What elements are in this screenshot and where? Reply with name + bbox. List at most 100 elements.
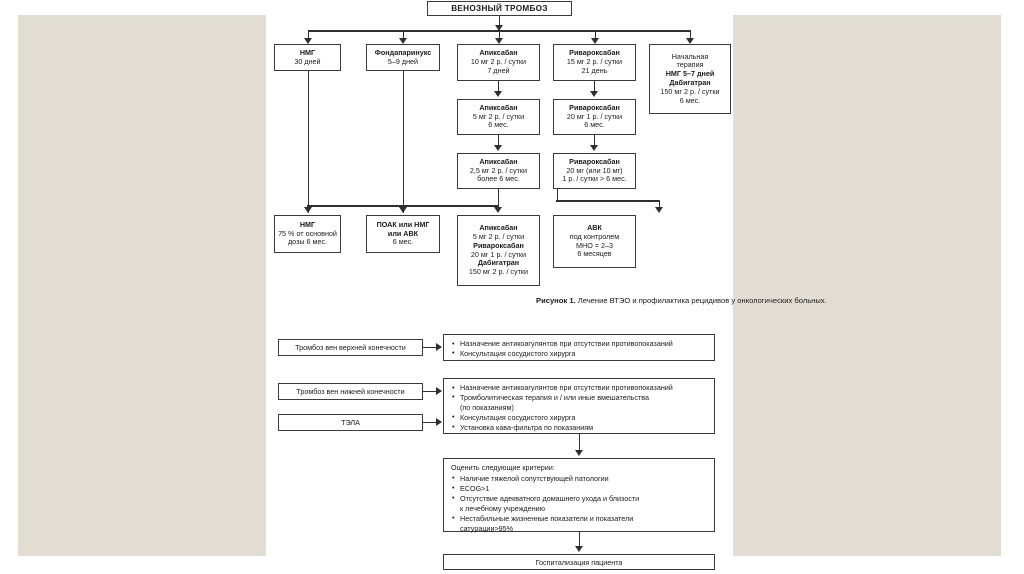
list-item: Наличие тяжелой сопутствующей патологии	[451, 473, 707, 484]
flow-box-line: Ривароксабан	[569, 102, 620, 112]
actions-upper-limb: Назначение антикоагулянтов при отсутстви…	[443, 334, 715, 361]
flow-box-line: АВК	[587, 222, 602, 232]
flow-box-line: 6 мес.	[488, 120, 509, 130]
list-item: Назначение антикоагулянтов при отсутстви…	[451, 383, 707, 393]
connector-apixaban-2-3	[497, 135, 500, 147]
arrow-upper-limb	[436, 343, 442, 351]
connector-apixaban-3-down	[497, 189, 500, 206]
list-item: Консультация сосудистого хирурга	[451, 412, 707, 423]
flow-box-line: Апиксабан	[479, 223, 518, 233]
flow-box-line: 6 мес.	[584, 120, 605, 130]
connector-lower-limb	[423, 390, 437, 393]
connector-avk-stem	[556, 189, 559, 201]
flow-box-line: более 6 мес.	[477, 174, 520, 184]
list-item: Установка кава-фильтра по показаниям	[451, 422, 707, 433]
flow-box-venous-thrombosis: ВЕНОЗНЫЙ ТРОМБОЗ	[427, 1, 572, 16]
flow-box-line: 6 месяцев	[577, 249, 612, 259]
arrow-drop-1	[304, 38, 312, 44]
flow-box-line: 30 дней	[294, 56, 321, 66]
connector-nmg-long	[307, 71, 310, 206]
connector-drop-1	[307, 30, 310, 40]
criteria-heading: Оценить следующие критерии:	[451, 463, 555, 472]
connector-criteria-to-final	[578, 532, 581, 548]
arrow-actions-to-criteria	[575, 450, 583, 456]
flow-box-hospitalization: Госпитализация пациента	[443, 554, 715, 570]
criteria-box: Оценить следующие критерии: Наличие тяже…	[443, 458, 715, 533]
connector-row4-nmg	[307, 205, 310, 213]
flow-box-line: НМГ	[299, 47, 316, 57]
connector-actions-to-criteria	[578, 434, 581, 452]
figure1-caption-bold: Рисунок 1.	[536, 296, 576, 305]
list-item-continuation: к лечебному учреждению	[460, 503, 546, 513]
flow-box-line: Ривароксабан	[569, 48, 620, 58]
flow-box-line: 7 дней	[487, 65, 510, 75]
flow-box-line: НМГ 5–7 дней	[665, 69, 715, 79]
flow-box-line: терапия	[676, 60, 704, 70]
flow-box-label: Госпитализация пациента	[535, 557, 623, 567]
connector-fonda-long	[402, 71, 405, 206]
connector-rivaroxaban-1-2	[593, 81, 596, 93]
flow-box-line: под контролем	[569, 231, 620, 241]
list-item: Тромболитическая терапия и / или иные вм…	[451, 392, 707, 403]
figure1-caption: Рисунок 1. Лечение ВТЭО и профилактика р…	[536, 296, 827, 305]
flow-box-line: или АВК	[387, 228, 419, 238]
connector-avk-drop	[658, 200, 661, 208]
flow-box-line: Ривароксабан	[569, 156, 620, 166]
connector-apixaban-1-2	[497, 81, 500, 93]
flow-box-line: 150 мг 2 р. / сутки	[468, 267, 529, 277]
list-item-continuation: сатурации>95%	[460, 523, 514, 533]
arrow-pe	[436, 418, 442, 426]
list-item: Консультация сосудистого хирурга	[451, 348, 707, 359]
actions-lower-limb-and-pe: Назначение антикоагулянтов при отсутстви…	[443, 378, 715, 434]
list-item: Нестабильные жизненные показатели и пока…	[451, 513, 707, 524]
list-item: Отсутствие адекватного домашнего ухода и…	[451, 493, 707, 504]
flow-box-pulmonary-embolism: ТЭЛА	[278, 414, 423, 431]
flow-box-line: Апиксабан	[479, 156, 518, 166]
flow-box-line: 20 мг 1 р. / сутки	[470, 249, 527, 259]
arrow-row4-combo	[494, 207, 503, 213]
arrow-row4-avk	[655, 207, 663, 213]
arrow-drop-2	[399, 38, 407, 44]
flow-box-line: 75 % от основной	[278, 228, 337, 238]
arrow-drop-3	[495, 38, 503, 44]
connector-drop-5	[689, 30, 692, 40]
flow-box-upper-limb-thrombosis: Тромбоз вен верхней конечности	[278, 339, 423, 356]
arrow-apixaban-1-2	[494, 91, 503, 97]
actions-list: Назначение антикоагулянтов при отсутстви…	[451, 339, 707, 359]
arrow-lower-limb	[436, 387, 442, 395]
list-item-continuation: (по показаниям)	[460, 402, 514, 412]
flow-box-label: Тромбоз вен верхней конечности	[295, 343, 406, 352]
flow-box-line: Апиксабан	[479, 102, 518, 112]
list-item: ECOG>1	[451, 483, 707, 494]
flow-box-line: 5–9 дней	[387, 56, 419, 66]
flow-box-line: НМГ	[299, 219, 316, 229]
arrow-drop-5	[686, 38, 694, 44]
connector-rivaroxaban-2-3	[593, 135, 596, 147]
flow-box-line: МНО = 2–3	[576, 240, 613, 250]
flow-box-line: 1 р. / сутки > 6 мес.	[562, 174, 627, 184]
flow-box-line: Дабигатран	[477, 258, 520, 268]
flow-box-line: 20 мг (или 10 мг)	[566, 165, 623, 175]
connector-pe	[423, 421, 437, 424]
connector-drop-3	[498, 30, 501, 40]
arrow-apixaban-2-3	[494, 145, 503, 151]
flow-box-line: 5 мг 2 р. / сутки	[472, 231, 525, 241]
list-item: Назначение антикоагулянтов при отсутстви…	[451, 339, 707, 349]
flow-box-line: 150 мг 2 р. / сутки	[660, 86, 720, 96]
flow-box-line: 10 мг 2 р. / сутки	[470, 57, 527, 67]
actions-list: Назначение антикоагулянтов при отсутстви…	[451, 383, 707, 433]
